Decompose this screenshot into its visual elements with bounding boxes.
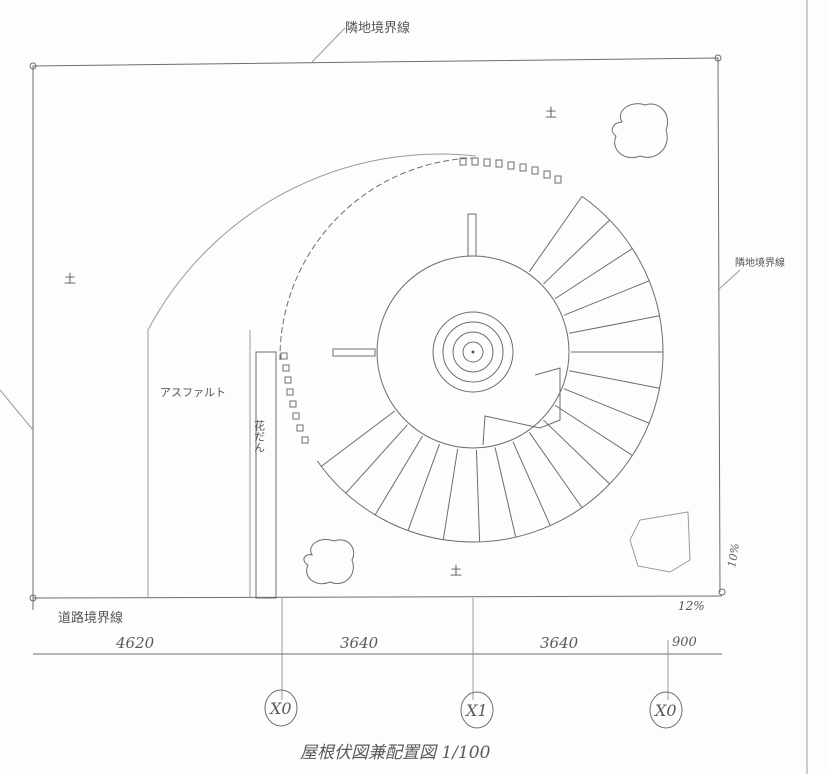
roof-segment-line [569,370,660,389]
slope-label-bottom: 12% [678,599,705,613]
tree-symbol [303,539,355,585]
roof-segment-line [528,431,583,508]
leader-line-left [0,389,34,431]
grid-label-x0: X0 [268,699,292,718]
inner-ring [442,321,504,383]
outer-ring-arc [279,157,477,361]
inner-ring [432,311,514,393]
bench [332,348,376,357]
stair-edge [482,367,561,446]
boundary-corner-marker [29,62,37,70]
roof-segment-line [512,441,551,526]
flowerbed-label: 花だん [253,420,266,453]
stepping-stones-top [459,157,562,184]
center-skylight [462,341,484,363]
soil-label-bottom: 土 [450,564,462,578]
site-boundary [32,57,721,610]
roof-segment-line [554,248,633,300]
road-boundary-label: 道路境界線 [58,610,123,626]
roof-segment-line [543,419,611,485]
soil-label-top: 土 [545,106,557,120]
soil-label-left: 土 [64,272,76,286]
dimension-value: 4620 [115,634,155,652]
roof-segment-line [543,219,611,285]
inner-ring [452,331,494,373]
grid-label-x1: X1 [464,701,488,720]
chimney [467,213,477,257]
asphalt-label: アスファルト [160,386,226,399]
roof-segment-line [528,196,583,273]
top-boundary-label: 隣地境界線 [345,20,410,36]
radial-roof-segments [316,195,664,543]
roof-segment-line [494,447,517,538]
boundary-corner-marker [714,54,722,62]
slope-label-top: 10% [725,542,742,568]
leader-line-right [717,269,741,291]
roof-outer-edge [316,195,664,543]
tree-symbol [611,103,668,158]
grid-label-x2: X0 [653,701,677,720]
roof-segment-line [345,424,408,494]
boundary-corner-marker [29,594,37,602]
road-boundary-line [32,595,723,599]
leader-line-top [311,27,346,63]
roof-segment-line [554,404,633,456]
grid-bubble-x0 [264,689,298,727]
dimension-value: 3640 [340,634,379,652]
center-point [471,350,475,354]
planting-outline [629,511,691,573]
roof-segment-line [374,435,423,516]
driveway-curve [147,153,477,598]
roof-segment-line [407,443,440,531]
grid-bubble-x1 [460,691,494,729]
dimension-value: 900 [672,635,697,650]
roof-segment-line [563,280,650,316]
roof-segment-line [563,388,650,424]
roof-segment-line [569,315,660,334]
roof-segment-line [320,410,396,467]
roof-segment-line [442,448,459,540]
grid-bubble-x2 [649,691,683,729]
roof-segment-line [475,449,481,542]
flowerbed [255,351,277,599]
right-boundary-label: 隣地境界線 [735,256,785,269]
dimension-value: 3640 [540,634,579,652]
stepping-stones-left [280,352,309,444]
boundary-corner-marker [718,588,726,596]
drawing-title: 屋根伏図兼配置図 1/100 [300,743,491,763]
